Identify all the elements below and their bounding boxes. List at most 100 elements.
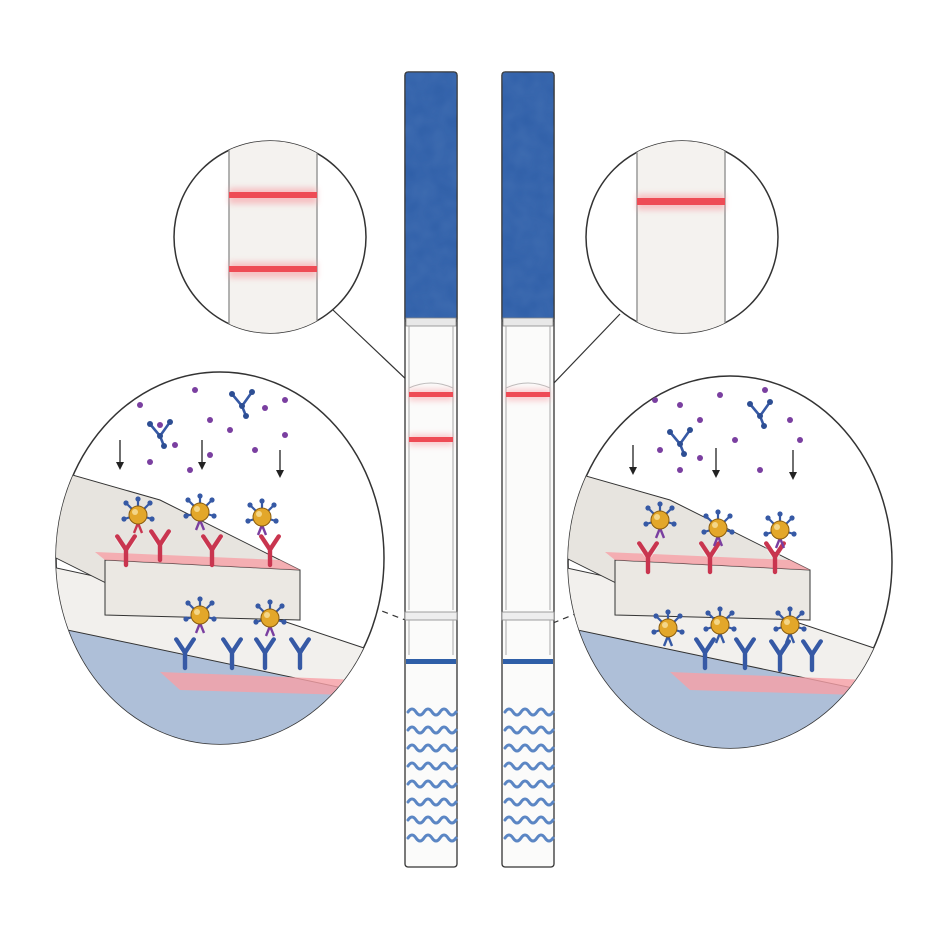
analyte-particle	[227, 427, 233, 433]
analyte-particle	[187, 467, 193, 473]
conjugate-line	[406, 659, 456, 664]
pad-edge	[408, 382, 454, 389]
wave	[503, 815, 555, 825]
antibody	[288, 637, 312, 671]
sample-waves	[406, 707, 458, 843]
gold-nanoparticle	[703, 606, 737, 644]
analyte-particle	[677, 402, 683, 408]
free-antibody-probe	[667, 427, 693, 457]
zoom-control-line	[229, 192, 317, 198]
gold-nanoparticle	[253, 599, 287, 637]
antibody	[258, 534, 282, 568]
wave	[406, 725, 458, 735]
analyte-particle	[697, 455, 703, 461]
analyte-particle	[207, 452, 213, 458]
analyte-particle	[137, 402, 143, 408]
zoom-circle-left-mechanism	[55, 371, 385, 745]
antibody	[173, 637, 197, 671]
analyte-particle	[147, 459, 153, 465]
wave	[406, 797, 458, 807]
handle-edge	[405, 317, 457, 327]
analyte-particle	[172, 442, 178, 448]
analyte-particle	[657, 447, 663, 453]
test-zone-band	[160, 672, 380, 696]
wave	[503, 833, 555, 843]
analyte-particle	[757, 467, 763, 473]
analyte-particle	[157, 422, 163, 428]
strip-control-line	[506, 392, 550, 397]
antibody	[768, 639, 792, 673]
antibody	[698, 541, 722, 575]
gold-nanoparticle	[245, 498, 279, 536]
antibody	[114, 534, 138, 568]
wave	[503, 707, 555, 717]
gold-nanoparticle	[183, 493, 217, 531]
free-antibody-probe	[747, 399, 773, 429]
analyte-particle	[192, 387, 198, 393]
analyte-particle	[762, 387, 768, 393]
test-zone-band	[670, 672, 890, 696]
free-antibody-probe	[147, 419, 173, 449]
wave	[406, 761, 458, 771]
analyte-particle	[797, 437, 803, 443]
antibody	[636, 541, 660, 575]
gold-nanoparticle	[651, 609, 685, 647]
antibody	[148, 529, 172, 563]
wave	[503, 797, 555, 807]
antibody	[800, 639, 824, 673]
sample-pad-edge	[501, 611, 555, 621]
sample-pad-edge	[404, 611, 458, 621]
gold-nanoparticle	[643, 501, 677, 539]
control-zone-band	[605, 552, 810, 570]
wave	[503, 743, 555, 753]
gold-nanoparticle	[763, 511, 797, 549]
analyte-particle	[787, 417, 793, 423]
test-strip-right	[501, 71, 555, 868]
wave	[503, 761, 555, 771]
analyte-particle	[252, 447, 258, 453]
wave	[503, 779, 555, 789]
handle-edge	[502, 317, 554, 327]
zoom-control-line	[637, 198, 725, 205]
sample-waves	[503, 707, 555, 843]
strip-control-line	[409, 392, 453, 397]
free-antibody-probe	[229, 389, 255, 419]
strip-test-line	[409, 437, 453, 442]
pad-front-face	[614, 559, 811, 621]
test-strip-left	[404, 71, 458, 868]
analyte-particle	[697, 417, 703, 423]
control-zone-band	[95, 552, 300, 570]
wave	[406, 707, 458, 717]
pad-front-face	[104, 559, 301, 621]
wave	[406, 833, 458, 843]
analyte-particle	[282, 432, 288, 438]
wave	[406, 779, 458, 789]
wave	[503, 725, 555, 735]
zoom-circle-right-result	[585, 140, 779, 334]
zoom-membrane	[229, 141, 317, 333]
antibody	[693, 637, 717, 671]
analyte-particle	[717, 392, 723, 398]
wave	[406, 815, 458, 825]
gold-nanoparticle	[773, 606, 807, 644]
antibody	[733, 637, 757, 671]
zoom-test-line	[229, 266, 317, 272]
conjugate-line	[503, 659, 553, 664]
gold-nanoparticle	[121, 496, 155, 534]
analyte-particle	[262, 405, 268, 411]
analyte-particle	[282, 397, 288, 403]
pad-edge	[505, 382, 551, 389]
analyte-particle	[207, 417, 213, 423]
gold-nanoparticle	[701, 509, 735, 547]
analyte-particle	[677, 467, 683, 473]
analyte-particle	[732, 437, 738, 443]
antibody	[220, 637, 244, 671]
zoom-circle-right-mechanism	[567, 375, 893, 749]
zoom-membrane	[637, 141, 725, 333]
antibody	[253, 637, 277, 671]
gold-nanoparticle	[183, 596, 217, 634]
antibody	[200, 534, 224, 568]
wave	[406, 743, 458, 753]
